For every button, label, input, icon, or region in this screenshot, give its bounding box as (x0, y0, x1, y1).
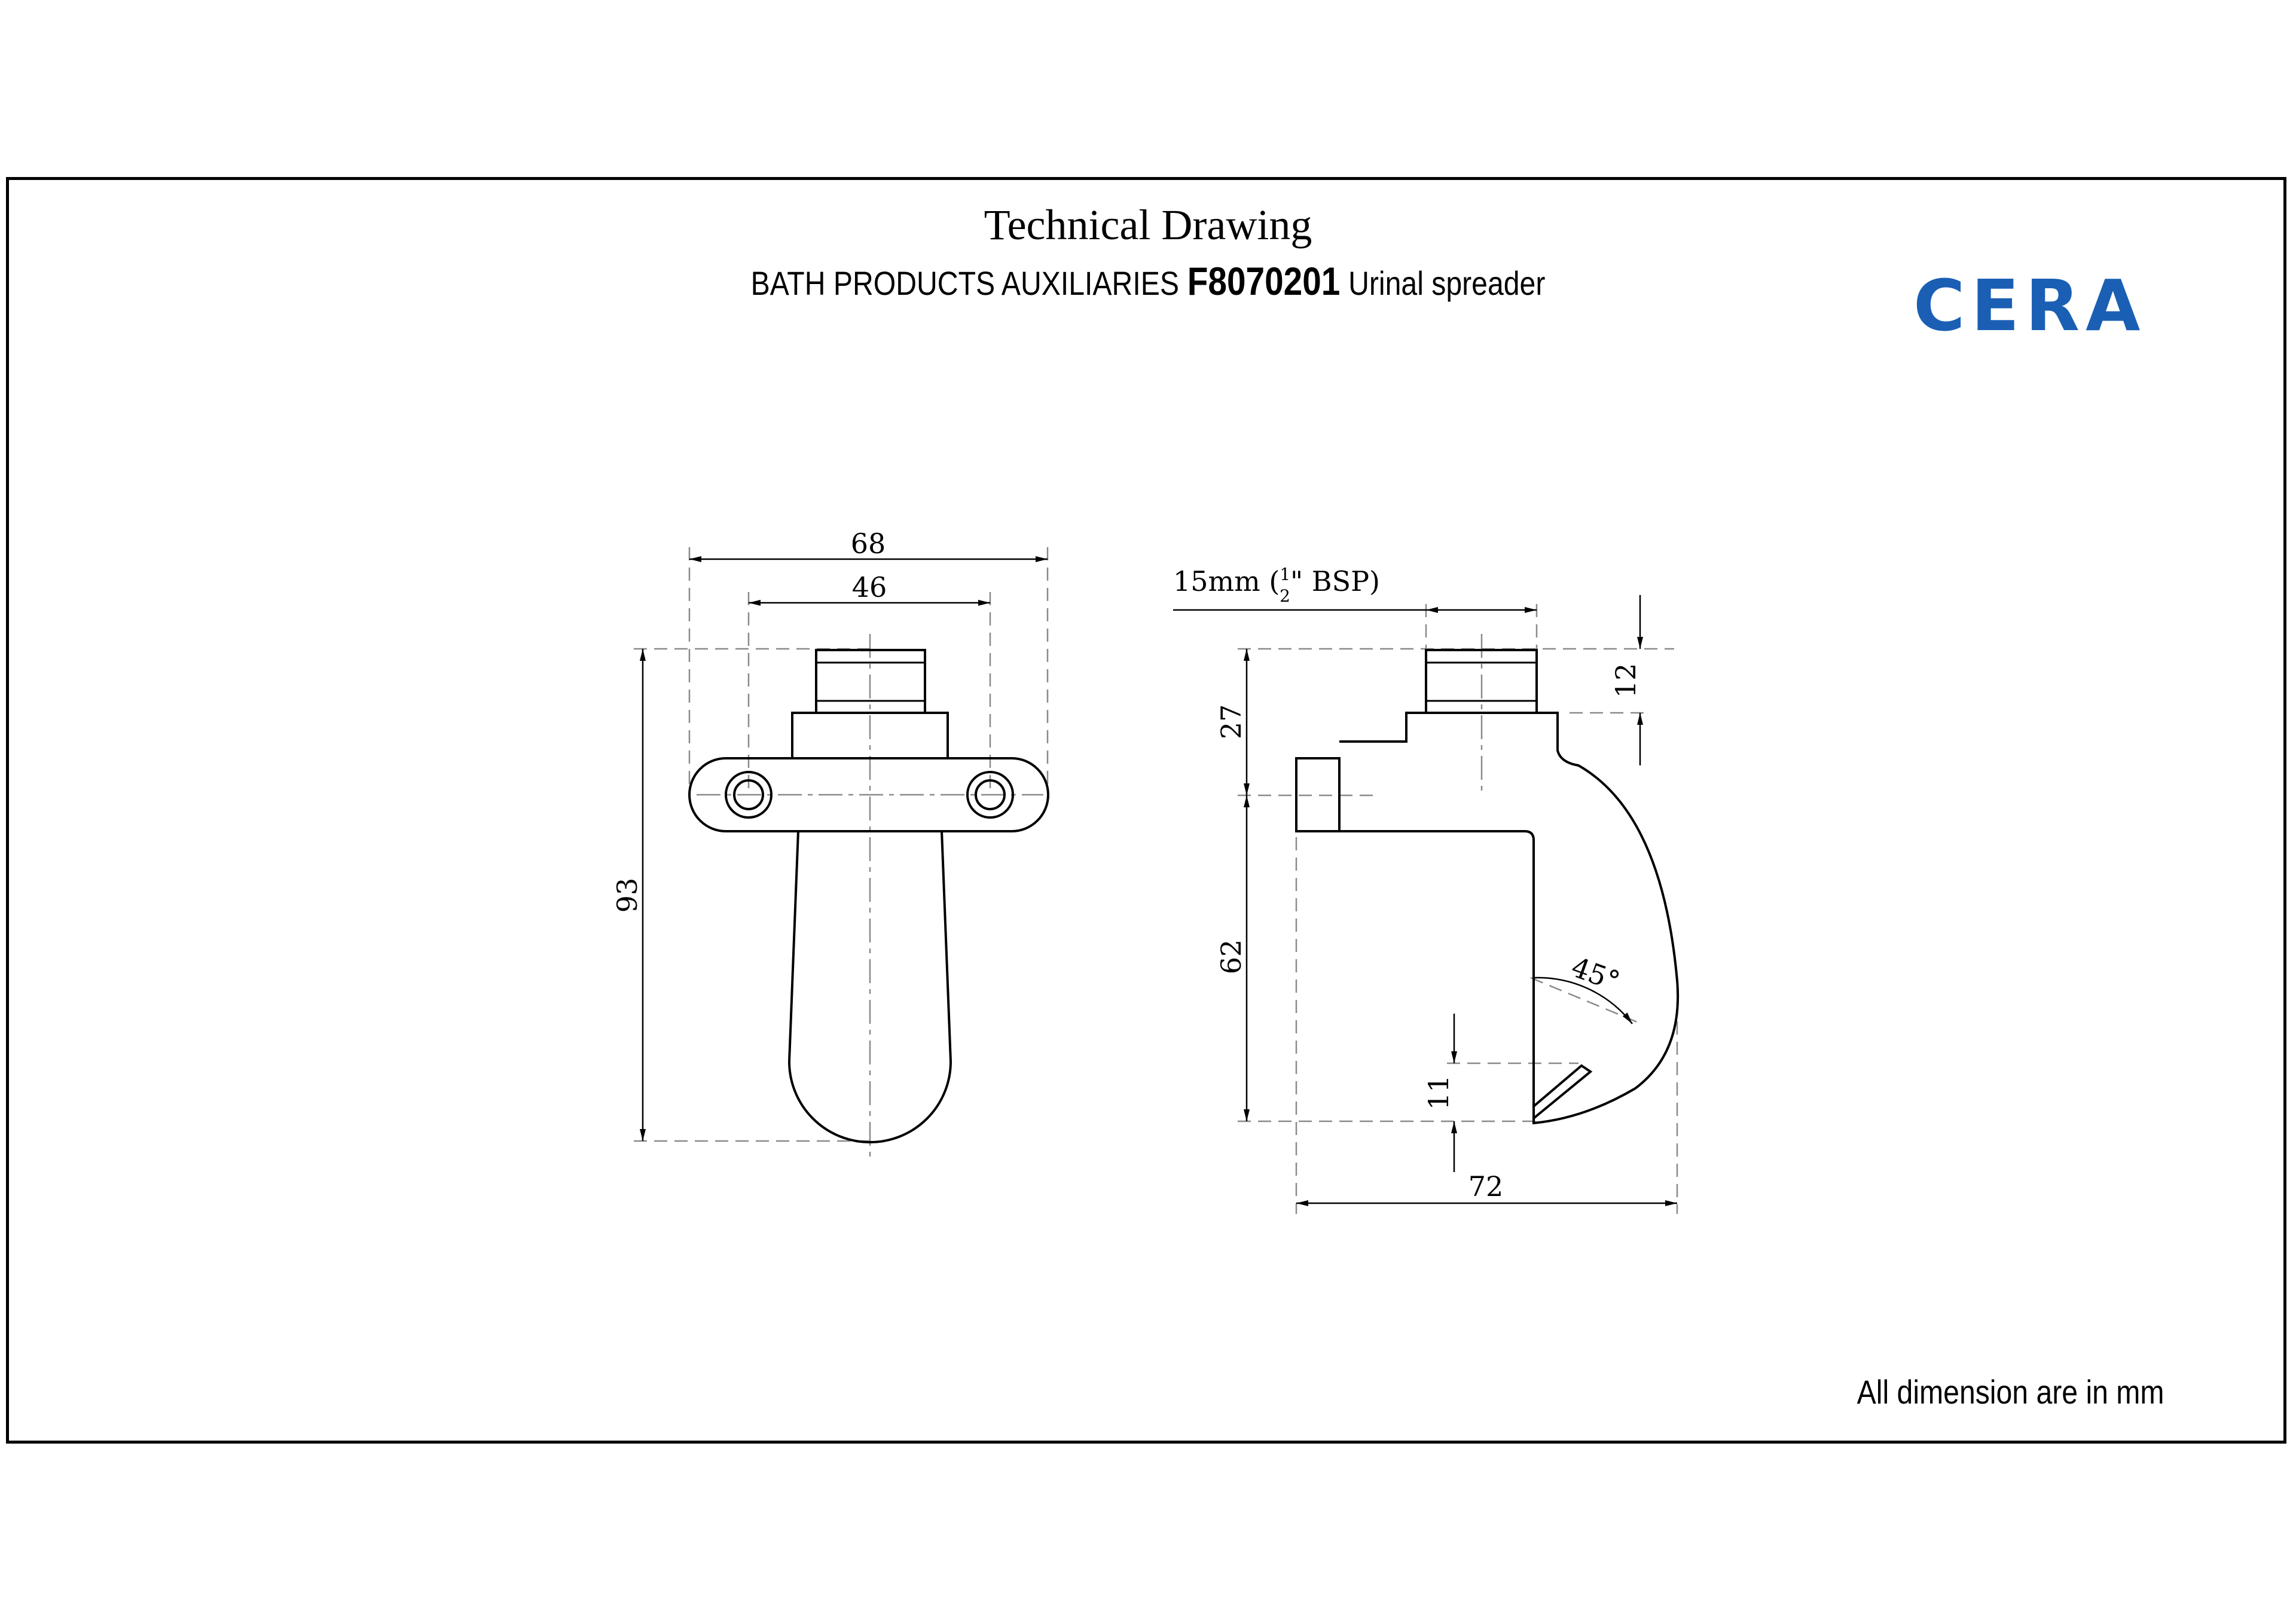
brand-logo: CERA (1913, 264, 2146, 347)
page-title: Technical Drawing (984, 201, 1312, 249)
front-view: 68 46 93 (611, 527, 1049, 1157)
dimension-93: 93 (611, 878, 643, 913)
dimension-11: 11 (1422, 1075, 1455, 1111)
side-body-profile (1339, 712, 1680, 1125)
dimension-27: 27 (1215, 704, 1247, 740)
dimension-68: 68 (851, 527, 886, 560)
angle-45: 45° (1567, 951, 1624, 998)
product-category: BATH PRODUCTS AUXILIARIES (750, 264, 1179, 302)
product-name: Urinal spreader (1348, 264, 1546, 302)
mount-hole-right-inner (975, 779, 1006, 810)
product-code: F8070201 (1187, 259, 1341, 303)
mount-hole-left-inner (733, 779, 764, 810)
spreader-body (787, 831, 952, 1143)
mount-hole-right-outer (966, 771, 1014, 819)
dimension-72: 72 (1468, 1170, 1504, 1203)
mount-hole-left-outer (725, 771, 773, 819)
drawing-frame (6, 177, 2286, 1444)
side-plate (1295, 757, 1341, 832)
units-note: All dimension are in mm (1857, 1373, 2164, 1411)
dimension-12: 12 (1610, 663, 1642, 698)
mounting-plate (688, 757, 1049, 832)
angle-arc-45 (1533, 977, 1633, 1024)
dimension-46: 46 (852, 571, 887, 603)
brand-logo-text: CERA (1913, 264, 2146, 347)
dimension-62: 62 (1215, 939, 1247, 975)
spray-lip (1532, 1064, 1593, 1119)
